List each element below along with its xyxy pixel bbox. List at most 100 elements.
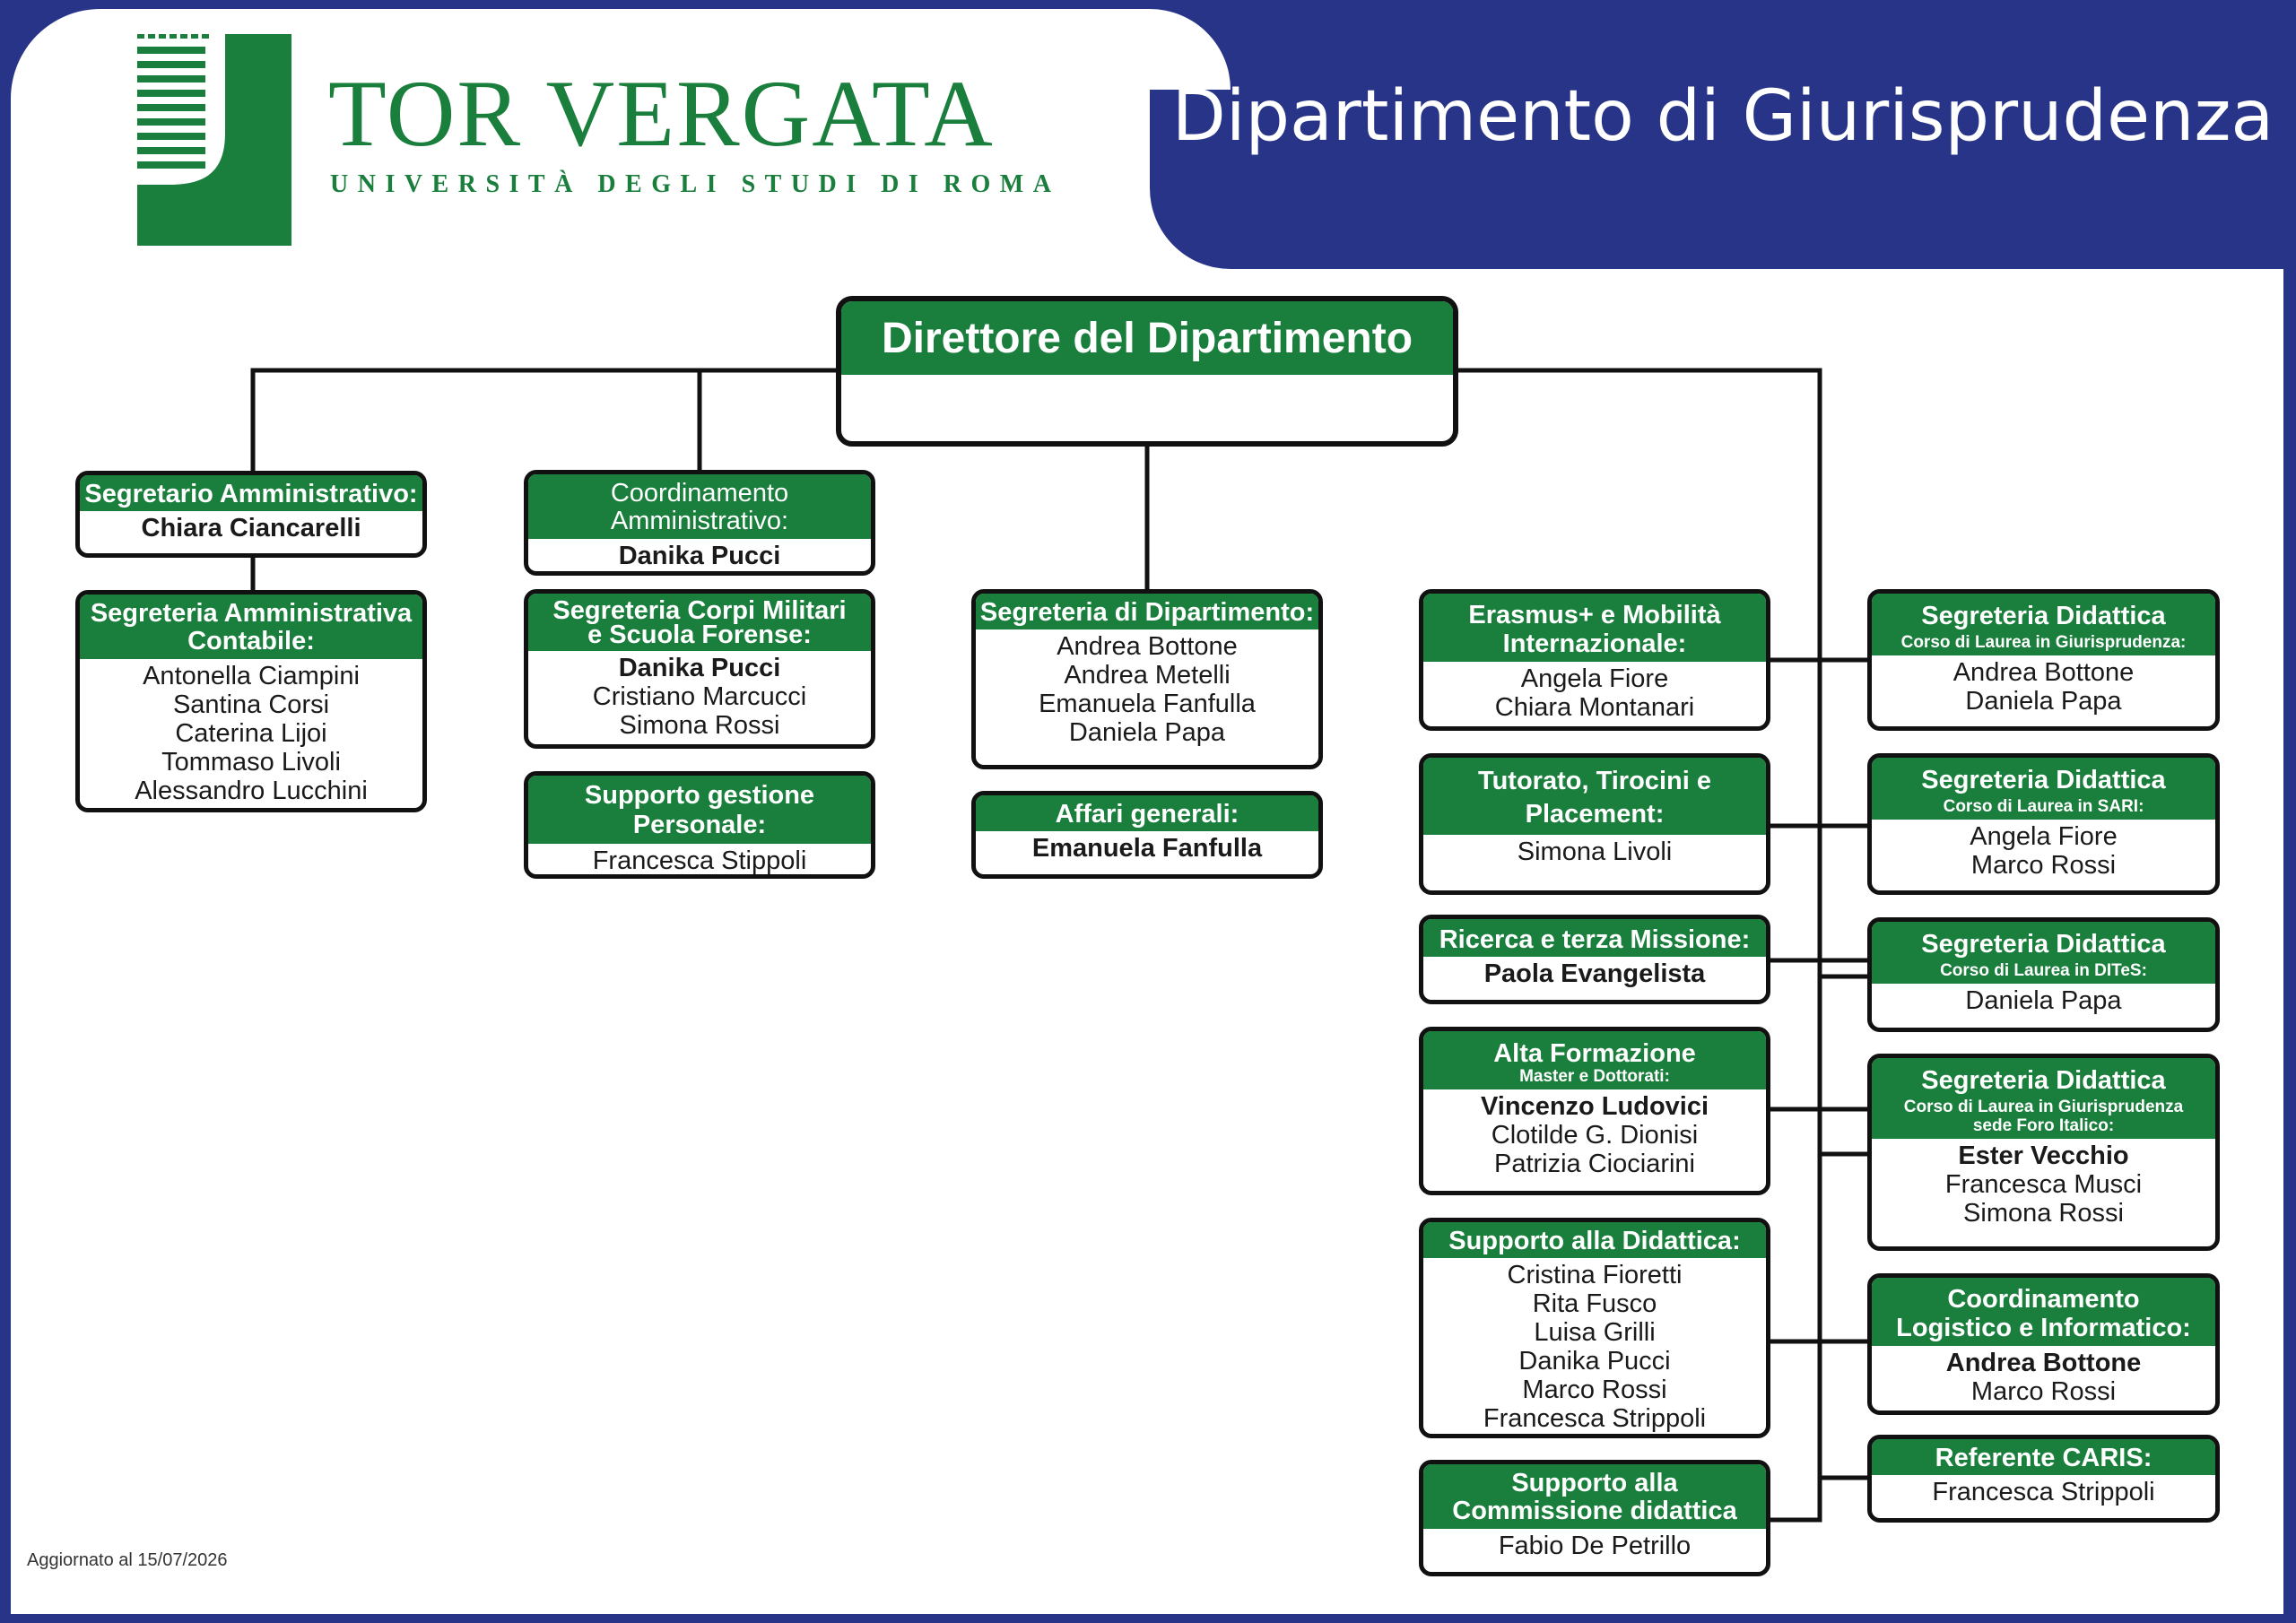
person-name: Danika Pucci [618, 654, 781, 682]
person-name: Angela Fiore [1520, 664, 1669, 693]
box-title: Affari generali: [976, 795, 1318, 831]
person-name: Antonella Ciampini [143, 662, 360, 690]
updated-date: Aggiornato al 15/07/2026 [27, 1550, 228, 1570]
box-title: Alta Formazione [1493, 1039, 1696, 1068]
page-title: Dipartimento di Giurisprudenza [1171, 76, 2274, 157]
person-name: Fabio De Petrillo [1498, 1532, 1692, 1560]
person-name: Francesca Musci [1944, 1170, 2143, 1199]
box-title-line2: Logistico e Informatico: [1896, 1314, 2191, 1342]
person-name: Chiara Montanari [1494, 693, 1695, 722]
person-name: Francesca Strippoli [1483, 1404, 1707, 1433]
university-logo-icon [137, 34, 291, 246]
person-name: Luisa Grilli [1534, 1318, 1656, 1347]
person-name: Chiara Ciancarelli [141, 514, 361, 542]
box-title: Tutorato, Tirocini e [1478, 767, 1711, 795]
referente-caris-box: Referente CARIS: Francesca Strippoli [1867, 1435, 2220, 1523]
box-title-line2: e Scuola Forense: [587, 621, 812, 649]
ricerca-terza-missione-box: Ricerca e terza Missione: Paola Evangeli… [1419, 915, 1770, 1004]
box-title: Segreteria di Dipartimento: [976, 594, 1318, 629]
person-name: Clotilde G. Dionisi [1491, 1121, 1699, 1150]
box-subtitle: Corso di Laurea in SARI: [1943, 797, 2144, 816]
director-title: Direttore del Dipartimento [841, 301, 1453, 375]
affari-generali-box: Affari generali: Emanuela Fanfulla [971, 791, 1323, 879]
box-title: Segreteria Amministrativa [90, 599, 413, 628]
person-name: Daniela Papa [1965, 986, 2122, 1015]
logo-subtitle: UNIVERSITÀ DEGLI STUDI DI ROMA [330, 170, 1061, 198]
person-name: Francesca Stippoli [592, 846, 807, 875]
box-subtitle-line2: sede Foro Italico: [1972, 1116, 2115, 1135]
box-subtitle: Master e Dottorati: [1519, 1067, 1670, 1086]
box-title: Segreteria Didattica [1921, 602, 2166, 630]
person-name: Andrea Bottone [1057, 632, 1238, 661]
person-name: Alessandro Lucchini [135, 777, 368, 805]
box-subtitle: Corso di Laurea in Giurisprudenza: [1900, 633, 2187, 652]
person-name: Tommaso Livoli [161, 748, 341, 777]
person-name: Cristiano Marcucci [592, 682, 807, 711]
segretario-amministrativo-box: Segretario Amministrativo: Chiara Cianca… [75, 471, 427, 558]
box-title-line2: Personale: [632, 811, 767, 839]
person-name: Andrea Metelli [1064, 661, 1231, 690]
person-name: Vincenzo Ludovici [1480, 1092, 1709, 1121]
box-title: Supporto alla [1511, 1469, 1678, 1497]
box-title: Segreteria Didattica [1921, 1066, 2166, 1095]
person-name: Danika Pucci [1518, 1347, 1671, 1376]
person-name: Ester Vecchio [1958, 1141, 2129, 1170]
box-title: Erasmus+ e Mobilità [1468, 601, 1721, 629]
box-title: Segretario Amministrativo: [80, 475, 422, 511]
segreteria-dipartimento-box: Segreteria di Dipartimento: Andrea Botto… [971, 589, 1323, 769]
person-name: Daniela Papa [1965, 687, 2122, 716]
person-name: Daniela Papa [1068, 718, 1226, 747]
person-name: Francesca Strippoli [1932, 1478, 2155, 1506]
person-name: Andrea Bottone [1945, 1349, 2142, 1377]
tutorato-box: Tutorato, Tirocini e Placement: Simona Li… [1419, 753, 1770, 895]
person-name: Marco Rossi [1522, 1376, 1667, 1404]
person-name: Angela Fiore [1970, 822, 2118, 851]
box-title: Referente CARIS: [1872, 1439, 2215, 1475]
box-title: Segreteria Didattica [1921, 766, 2166, 794]
box-title: Supporto alla Didattica: [1423, 1222, 1766, 1258]
director-box: Direttore del Dipartimento [836, 296, 1458, 447]
person-name: Marco Rossi [1970, 1377, 2117, 1406]
box-title-line2: Contabile: [187, 627, 315, 655]
person-name: Emanuela Fanfulla [1039, 690, 1256, 718]
box-title: Segreteria Corpi Militari [552, 596, 847, 625]
box-title-line2: Amministrativo: [610, 507, 789, 535]
box-title: Supporto gestione [584, 781, 815, 810]
box-title: Coordinamento [1947, 1285, 2140, 1314]
box-title: Coordinamento [610, 479, 789, 508]
box-title: Segreteria Didattica [1921, 930, 2166, 959]
box-subtitle: Corso di Laurea in DITeS: [1940, 961, 2147, 980]
person-name: Emanuela Fanfulla [1031, 834, 1263, 863]
box-title-line2: Commissione didattica [1452, 1497, 1737, 1525]
person-name: Rita Fusco [1532, 1289, 1657, 1318]
person-name: Danika Pucci [618, 542, 781, 570]
person-name: Simona Rossi [1963, 1199, 2124, 1228]
box-title-line2: Internazionale: [1502, 629, 1687, 658]
box-subtitle: Corso di Laurea in Giurisprudenza [1903, 1098, 2184, 1116]
person-name: Andrea Bottone [1952, 658, 2135, 687]
person-name: Simona Rossi [619, 711, 780, 740]
person-name: Marco Rossi [1970, 851, 2117, 880]
person-name: Simona Livoli [1517, 838, 1673, 866]
person-name: Paola Evangelista [1483, 959, 1706, 988]
person-name: Caterina Lijoi [175, 719, 327, 748]
person-name: Cristina Fioretti [1507, 1261, 1683, 1289]
logo-wordmark: TOR VERGATA [328, 61, 995, 166]
box-title: Ricerca e terza Missione: [1423, 919, 1766, 957]
header-band [1150, 0, 2296, 269]
supporto-didattica-box: Supporto alla Didattica: Cristina Fioret… [1419, 1218, 1770, 1438]
box-title-line2: Placement: [1525, 800, 1665, 829]
person-name: Patrizia Ciociarini [1493, 1150, 1695, 1178]
